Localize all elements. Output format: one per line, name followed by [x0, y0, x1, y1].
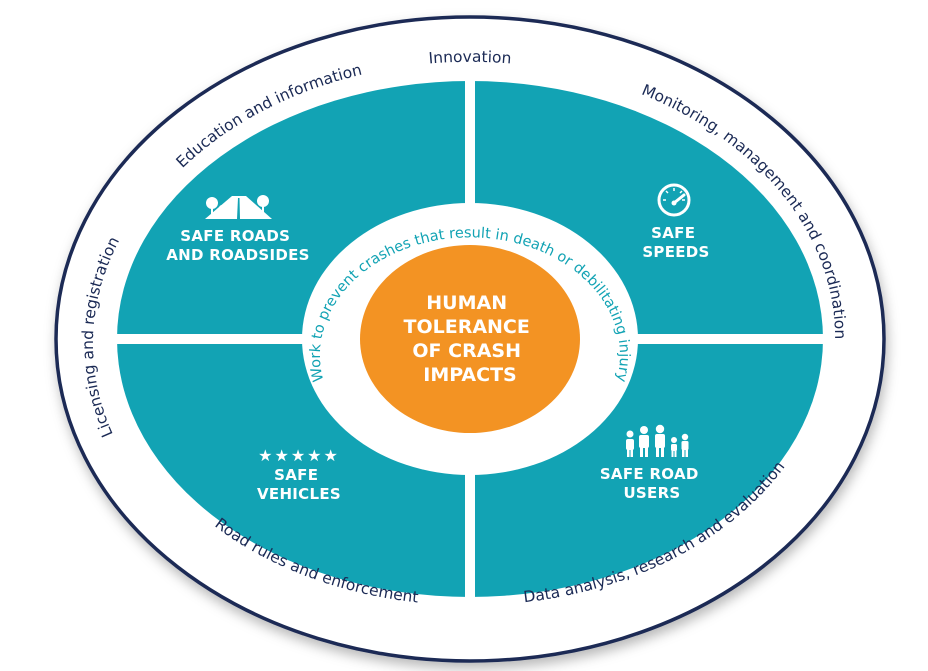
quadrant-safe-roads-label: SAFE ROADS AND ROADSIDES	[166, 227, 310, 264]
center-line-3: OF CRASH	[412, 340, 521, 362]
quadrant-safe-vehicles-label: SAFE VEHICLES	[257, 466, 341, 503]
safe-roads-line-1: SAFE ROADS	[180, 227, 290, 245]
safe-road-users-line-2: USERS	[623, 484, 680, 502]
center-circle	[360, 245, 580, 433]
road-trees-icon	[205, 195, 272, 219]
safe-vehicles-line-1: SAFE	[274, 466, 318, 484]
safe-vehicles-line-2: VEHICLES	[257, 485, 341, 503]
family-icon	[626, 424, 689, 457]
quadrant-safe-speeds-label: SAFE SPEEDS	[642, 224, 709, 261]
speedometer-icon	[657, 183, 691, 217]
center-title: HUMAN TOLERANCE OF CRASH IMPACTS	[404, 292, 537, 386]
center-line-2: TOLERANCE	[404, 316, 530, 338]
safe-speeds-line-1: SAFE	[651, 224, 695, 242]
center-line-4: IMPACTS	[423, 364, 516, 386]
outer-label-innovation: Innovation	[428, 48, 512, 68]
outer-label-innovation-path: Innovation	[428, 48, 512, 68]
quadrant-safe-road-users-label: SAFE ROAD USERS	[600, 465, 704, 502]
safe-road-users-line-1: SAFE ROAD	[600, 465, 699, 483]
center-line-1: HUMAN	[426, 292, 507, 314]
safe-speeds-line-2: SPEEDS	[642, 243, 709, 261]
five-stars-icon: ★★★★★	[258, 446, 340, 465]
safe-roads-line-2: AND ROADSIDES	[166, 246, 310, 264]
